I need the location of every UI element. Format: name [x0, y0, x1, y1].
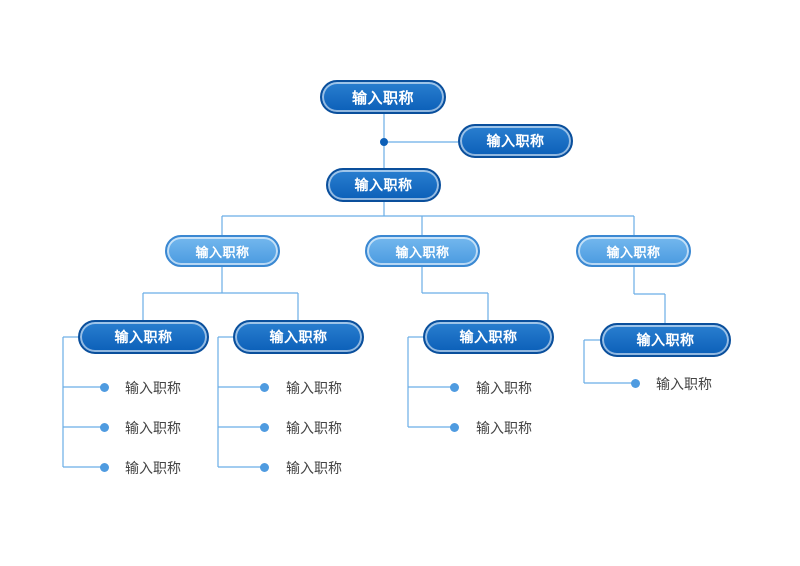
junction-dot: [380, 138, 388, 146]
root-node[interactable]: 输入职称: [320, 80, 446, 114]
level2-node[interactable]: 输入职称: [365, 235, 480, 267]
leaf-item[interactable]: 输入职称: [286, 461, 342, 477]
assistant-node[interactable]: 输入职称: [458, 124, 573, 158]
leaf-bullet: [260, 423, 269, 432]
leaf-bullet: [100, 423, 109, 432]
leaf-item[interactable]: 输入职称: [125, 461, 181, 477]
leaf-item[interactable]: 输入职称: [476, 381, 532, 397]
leaf-bullet: [450, 383, 459, 392]
leaf-bullet: [100, 463, 109, 472]
leaf-item[interactable]: 输入职称: [125, 381, 181, 397]
leaf-bullet: [260, 383, 269, 392]
leaf-item[interactable]: 输入职称: [125, 421, 181, 437]
leaf-bullet: [100, 383, 109, 392]
leaf-item[interactable]: 输入职称: [286, 421, 342, 437]
level2-node[interactable]: 输入职称: [576, 235, 691, 267]
leaf-bullet: [450, 423, 459, 432]
leaf-bullet: [260, 463, 269, 472]
level3-node[interactable]: 输入职称: [423, 320, 554, 354]
leaf-item[interactable]: 输入职称: [286, 381, 342, 397]
level2-node[interactable]: 输入职称: [165, 235, 280, 267]
leaf-item[interactable]: 输入职称: [476, 421, 532, 437]
level1-node[interactable]: 输入职称: [326, 168, 441, 202]
leaf-item[interactable]: 输入职称: [656, 377, 712, 393]
leaf-bullet: [631, 379, 640, 388]
level3-node[interactable]: 输入职称: [600, 323, 731, 357]
level3-node[interactable]: 输入职称: [78, 320, 209, 354]
level3-node[interactable]: 输入职称: [233, 320, 364, 354]
